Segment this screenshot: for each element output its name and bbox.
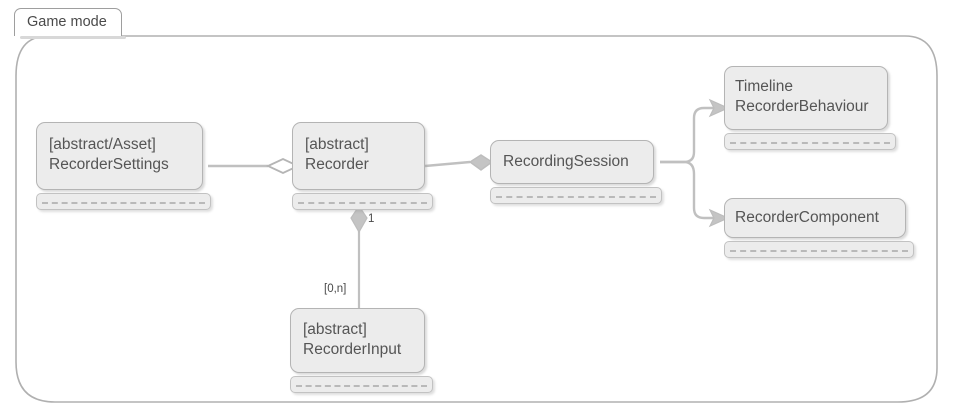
class-node-compartment [290,376,433,393]
class-node-title: [abstract/Asset] RecorderSettings [49,136,169,173]
class-node-title: RecorderComponent [735,209,879,226]
edge-line-recorder-session [424,160,471,168]
class-node-recorder[interactable]: [abstract] Recorder [292,122,433,212]
class-node-title: Timeline RecorderBehaviour [735,78,869,115]
class-node-title: [abstract] Recorder [305,136,369,173]
class-node-body: RecordingSession [490,140,654,184]
edge-line-session-component [660,160,716,220]
class-node-recorder-component[interactable]: RecorderComponent [724,198,914,260]
edge-line-session-timeline [660,106,716,164]
class-node-compartment [490,187,662,204]
filled-arrow-marker-component [708,208,730,228]
class-node-compartment [36,193,211,210]
class-node-compartment [724,133,896,150]
class-node-body: RecorderComponent [724,198,906,238]
class-node-recorder-settings[interactable]: [abstract/Asset] RecorderSettings [36,122,211,212]
frame-tab-label: Game mode [27,14,107,30]
class-node-body: [abstract] RecorderInput [290,308,425,373]
frame-tab-shadow [20,36,126,39]
class-node-body: [abstract/Asset] RecorderSettings [36,122,203,190]
class-node-body: Timeline RecorderBehaviour [724,66,888,130]
multiplicity-label-recorder-end: 1 [368,213,375,225]
filled-diamond-marker-session [468,154,494,171]
class-node-body: [abstract] Recorder [292,122,425,190]
class-node-compartment [724,241,914,258]
class-node-title: RecordingSession [503,153,629,170]
class-node-timeline-recorder-behaviour[interactable]: Timeline RecorderBehaviour [724,66,896,156]
class-node-title: [abstract] RecorderInput [303,321,402,358]
class-node-recorder-input[interactable]: [abstract] RecorderInput [290,308,433,396]
frame-tab: Game mode [14,8,122,36]
class-node-recording-session[interactable]: RecordingSession [490,140,662,206]
filled-diamond-marker-input [350,204,368,234]
filled-arrow-marker-timeline [708,98,730,118]
class-node-compartment [292,193,433,210]
package-frame-outline [15,35,938,403]
multiplicity-label-recorder-input-end: [0,n] [324,283,347,295]
